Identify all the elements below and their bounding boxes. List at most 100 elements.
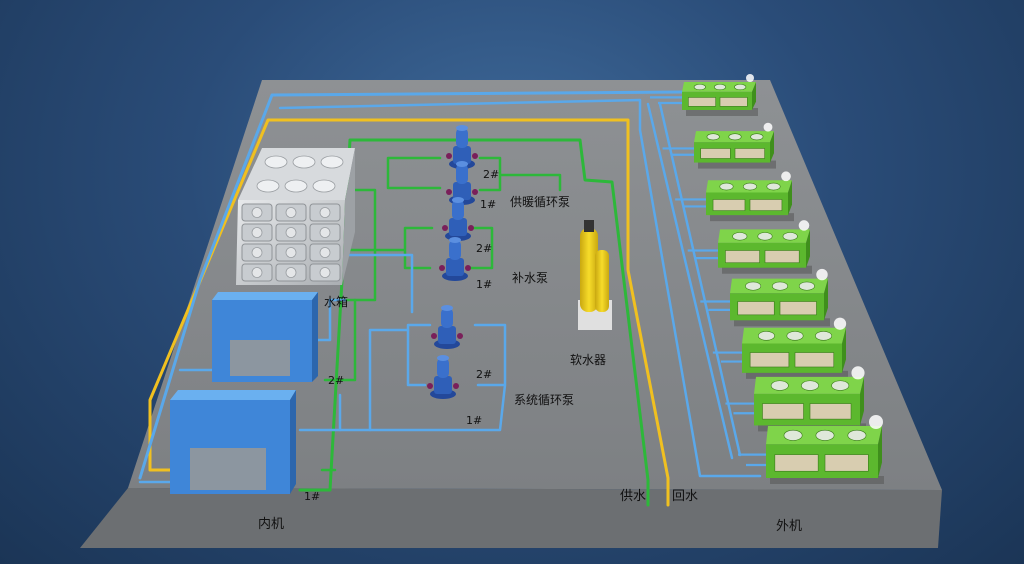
outdoor-unit-grille — [734, 148, 765, 159]
label-heating-pump: 供暖循环泵 — [510, 195, 570, 209]
tank-panel-grid — [241, 155, 344, 282]
pump-flange — [446, 189, 452, 195]
fan-icon — [693, 83, 706, 91]
fan-icon — [706, 133, 720, 141]
tank-panel-boss — [251, 267, 263, 278]
fan-icon — [728, 133, 742, 141]
tank-top-boss — [264, 155, 288, 169]
tank-panel-boss — [319, 227, 331, 238]
indoor-unit-2-panel — [230, 340, 290, 376]
label-heating-pump-2: 2# — [483, 168, 499, 181]
yellow-return-pipe — [148, 118, 670, 507]
pump-flange — [442, 225, 448, 231]
blue-top-pipe-2 — [278, 98, 762, 478]
exhaust-puff — [781, 171, 791, 182]
green-indoor-pipe — [320, 298, 357, 472]
label-outdoor-unit: 外机 — [776, 519, 802, 534]
label-heating-pump-1: 1# — [480, 198, 496, 211]
indoor-unit-2-side — [312, 292, 318, 382]
label-water-tank: 水箱 — [324, 294, 348, 309]
pump-flange — [472, 153, 478, 159]
outdoor-unit-shadow — [710, 213, 794, 222]
outdoor-unit-shadow — [746, 370, 848, 379]
label-makeup-pump: 补水泵 — [512, 271, 548, 285]
tank-panel-boss — [319, 207, 331, 218]
tank-panel-boss — [285, 247, 297, 258]
fan-icon — [757, 331, 775, 341]
fan-icon — [815, 331, 833, 341]
pump-flange — [465, 265, 471, 271]
fan-icon — [801, 380, 819, 391]
floor-edge — [80, 488, 942, 548]
green-pump-loop-1 — [386, 156, 562, 192]
blue-makeup-pipe — [343, 253, 414, 314]
pump-flange — [457, 333, 463, 339]
blue-system-pipe — [298, 323, 507, 432]
fan-icon — [782, 232, 798, 241]
outdoor-unit-grille — [725, 250, 760, 264]
outdoor-unit-grille — [809, 403, 852, 420]
fan-icon — [815, 429, 835, 441]
fan-icon — [745, 281, 762, 291]
outdoor-supply-riser — [658, 102, 742, 457]
pump-motor — [437, 358, 449, 378]
tank-panel-boss — [285, 227, 297, 238]
tank-panel-boss — [285, 207, 297, 218]
green-supply-pipe — [298, 138, 650, 507]
fan-icon — [831, 380, 850, 391]
outdoor-unit-grille — [779, 301, 817, 316]
pump-motor-cap — [437, 355, 449, 361]
label-system-pump-1: 1# — [466, 414, 482, 427]
outdoor-unit-grille — [700, 148, 731, 159]
pump-motor — [452, 200, 464, 220]
outdoor-unit-shadow — [722, 265, 812, 274]
outdoor-unit-grille — [762, 403, 804, 420]
exhaust-puff — [833, 317, 847, 330]
tank-panel-boss — [251, 227, 263, 238]
pump-body — [453, 182, 471, 200]
fan-icon — [713, 83, 727, 91]
pump-motor — [456, 128, 468, 148]
outdoor-return-riser — [646, 102, 734, 460]
pump-flange — [472, 189, 478, 195]
outdoor-unit-side — [842, 327, 846, 373]
softener-valve — [584, 220, 594, 232]
outdoor-unit-shadow — [734, 318, 830, 327]
fan-icon — [757, 232, 773, 241]
pump-body — [453, 146, 471, 164]
outdoor-unit-shadow — [770, 476, 884, 484]
pump-motor-cap — [456, 125, 468, 131]
pump-flange — [468, 225, 474, 231]
pump-motor-cap — [441, 305, 453, 311]
water-softener — [578, 220, 612, 330]
label-system-pump-2: 2# — [476, 368, 492, 381]
outdoor-unit-shadow — [698, 160, 776, 169]
exhaust-puff — [816, 268, 828, 281]
label-makeup-pump-1: 1# — [476, 278, 492, 291]
exhaust-puff — [746, 74, 754, 82]
pump-flange — [439, 265, 445, 271]
outdoor-unit-grille — [824, 454, 869, 472]
green-to-tank — [343, 188, 377, 302]
fan-icon — [783, 429, 803, 441]
label-softener: 软水器 — [570, 353, 606, 367]
tank-side — [342, 148, 355, 285]
green-pump-loop-2 — [348, 226, 494, 270]
exhaust-puff — [798, 220, 810, 231]
fan-icon — [750, 133, 764, 141]
pump-body — [434, 376, 452, 394]
outdoor-unit-grille — [749, 199, 783, 211]
outdoor-unit-grille — [719, 97, 748, 107]
pump-flange — [446, 153, 452, 159]
outdoor-unit-side — [788, 180, 792, 216]
outdoor-unit-side — [860, 376, 864, 426]
pump-motor-cap — [449, 237, 461, 243]
exhaust-puff — [851, 366, 865, 380]
pump-motor — [441, 308, 453, 328]
pump-flange — [427, 383, 433, 389]
pump-motor-cap — [452, 197, 464, 203]
pump-body — [446, 258, 464, 276]
pump-flange — [453, 383, 459, 389]
tank-top-boss — [284, 179, 308, 193]
